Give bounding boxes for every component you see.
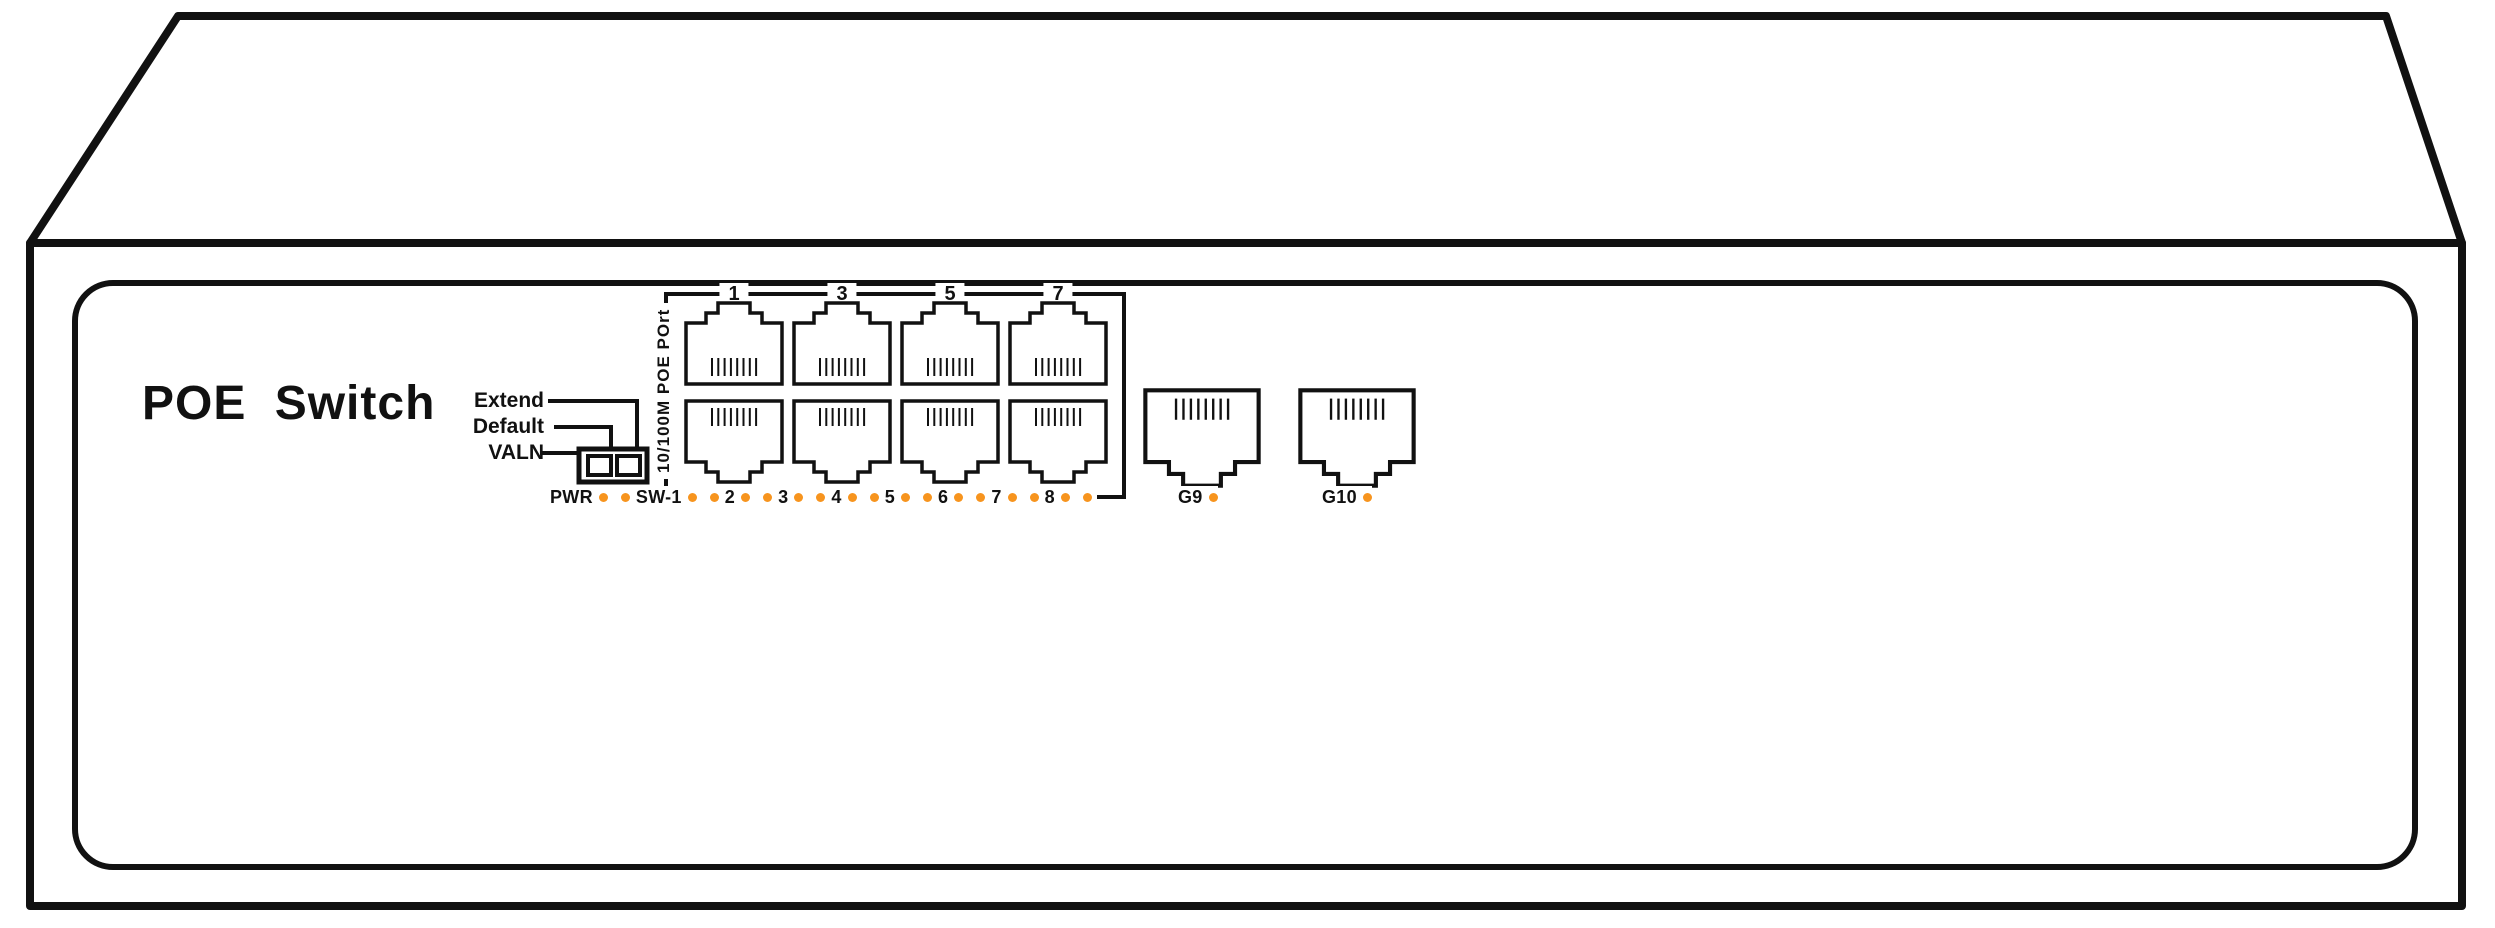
led-group-SW-1: SW-1 [620, 486, 697, 508]
status-led [598, 492, 608, 502]
led-label: 8 [1044, 486, 1055, 507]
led-label: SW-1 [635, 486, 682, 507]
uplink-led [1362, 492, 1372, 502]
status-led [794, 492, 804, 502]
rj45-jack [1008, 399, 1108, 484]
dip-switch-toggle-2 [615, 454, 642, 477]
rj45-jack [684, 301, 784, 386]
status-led [869, 492, 879, 502]
led-group-8: 8 [1029, 486, 1070, 508]
status-led [687, 492, 697, 502]
uplink-label-G10: G10 [1322, 486, 1372, 508]
led-label: 2 [724, 486, 736, 507]
poe-port-3 [792, 301, 892, 386]
dip-label-default: Default [472, 415, 544, 438]
status-led [1082, 492, 1092, 502]
poe-port-4 [792, 399, 892, 484]
dip-connector-lines [542, 399, 639, 455]
status-led [1007, 492, 1017, 502]
status-led [620, 492, 630, 502]
dip-label-extend: Extend [473, 389, 544, 412]
uplink-label-G9: G9 [1178, 486, 1218, 508]
led-group-6: 6 [923, 486, 964, 508]
chassis-front-face [26, 239, 2466, 910]
uplink-port-G9 [1143, 388, 1261, 488]
status-led [901, 492, 910, 502]
rj45-jack [1008, 301, 1108, 386]
front-panel-inset [72, 280, 2418, 870]
rj45-jack [900, 399, 1000, 484]
dip-label-stack: Extend Default VALN [436, 388, 544, 466]
chassis-top-face [26, 12, 2466, 247]
status-led [1029, 492, 1039, 502]
status-led [763, 492, 773, 502]
port-number-5: 5 [935, 283, 965, 305]
uplink-led [1208, 492, 1218, 502]
led-group-2: 2 [709, 486, 751, 508]
rj45-jack [792, 399, 892, 484]
port-group-vertical-label: 10/100M POE POrt [652, 303, 676, 479]
led-label: 7 [991, 486, 1002, 507]
led-group-3: 3 [763, 486, 804, 508]
rj45-jack [1298, 388, 1416, 488]
led-label: 5 [884, 486, 895, 507]
poe-port-2 [684, 399, 784, 484]
status-led [1060, 492, 1070, 502]
port-number-7: 7 [1043, 283, 1073, 305]
poe-port-5 [900, 301, 1000, 386]
poe-port-1 [684, 301, 784, 386]
led-group [1082, 492, 1092, 502]
uplink-port-G10 [1298, 388, 1416, 488]
led-label: PWR [550, 486, 593, 507]
rj45-jack [792, 301, 892, 386]
port-number-3: 3 [827, 283, 857, 305]
rj45-jack [684, 399, 784, 484]
dip-label-vlan: VALN [488, 441, 544, 464]
status-led [741, 492, 751, 502]
uplink-port-name: G10 [1322, 486, 1357, 507]
status-led [923, 492, 932, 502]
device-title: POE Switch [142, 377, 436, 430]
port-number-1: 1 [719, 283, 749, 305]
status-led [954, 492, 964, 502]
poe-port-7 [1008, 301, 1108, 386]
led-row: PWR SW-1 2 3 4 5 6 7 8 [550, 486, 1097, 508]
led-group-5: 5 [869, 486, 910, 508]
status-led [709, 492, 719, 502]
status-led [847, 492, 857, 502]
status-led [976, 492, 986, 502]
dip-switch-toggle-1 [586, 454, 613, 477]
led-group-PWR: PWR [550, 487, 608, 508]
led-group-7: 7 [976, 486, 1017, 508]
rj45-jack [1143, 388, 1261, 488]
poe-port-8 [1008, 399, 1108, 484]
led-label: 4 [831, 486, 842, 507]
led-label: 6 [938, 486, 949, 507]
led-label: 3 [778, 486, 789, 507]
led-group-4: 4 [816, 486, 857, 508]
uplink-port-name: G9 [1178, 486, 1203, 507]
poe-port-6 [900, 399, 1000, 484]
status-led [816, 492, 826, 502]
rj45-jack [900, 301, 1000, 386]
